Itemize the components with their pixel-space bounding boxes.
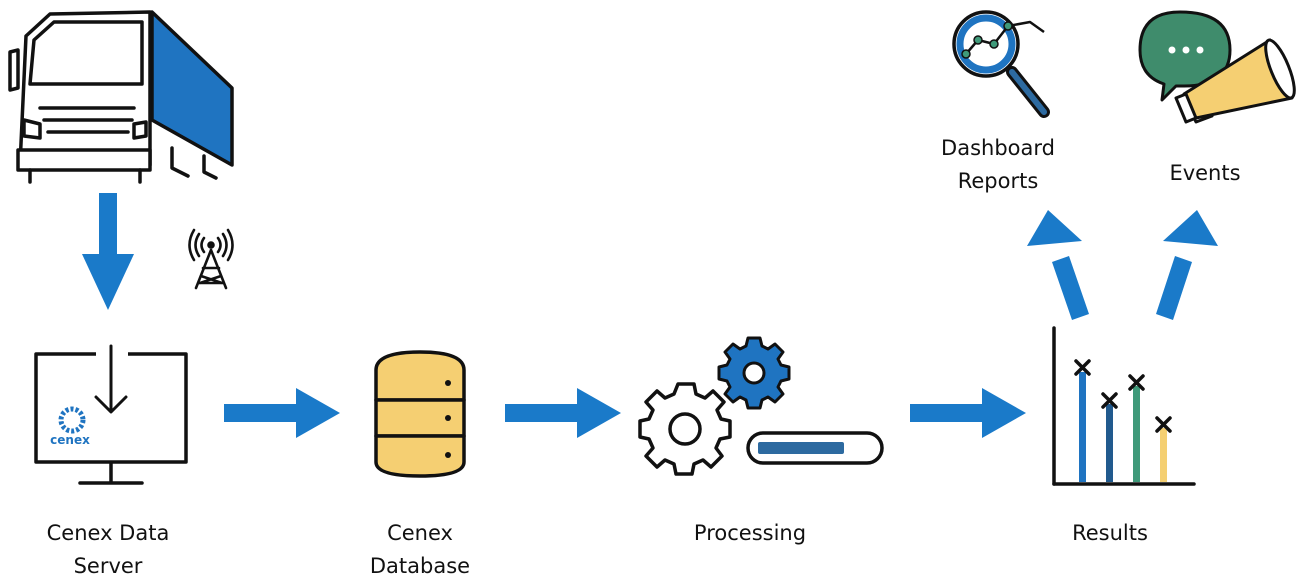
gears-progress-icon <box>638 336 884 476</box>
monitor-download-icon: cenex <box>34 344 188 485</box>
arrow-results-to-events <box>1156 210 1218 320</box>
arrow-results-to-dashboard <box>1027 210 1089 320</box>
label-processing: Processing <box>660 517 840 550</box>
label-line: Events <box>1169 161 1241 185</box>
label-line: Reports <box>957 169 1039 193</box>
megaphone-icon <box>1174 38 1296 124</box>
cenex-logo-text: cenex <box>50 433 90 447</box>
progress-bar <box>746 431 884 465</box>
label-line: Dashboard <box>941 136 1055 160</box>
arrow-server-to-database <box>224 388 340 438</box>
label-results: Results <box>1040 517 1180 550</box>
label-line: Server <box>73 554 143 578</box>
antenna-tower-icon <box>188 228 234 290</box>
magnifier-chart-icon <box>952 10 1050 118</box>
label-cenex-database: Cenex Database <box>335 517 505 583</box>
label-line: Results <box>1072 521 1148 545</box>
label-line: Database <box>369 554 471 578</box>
arrow-database-to-processing <box>505 388 621 438</box>
arrow-processing-to-results <box>910 388 1026 438</box>
label-line: Cenex <box>387 521 453 545</box>
cenex-logo: cenex <box>50 406 90 447</box>
label-line: Processing <box>693 521 807 545</box>
bar-chart-icon <box>1052 326 1196 486</box>
speech-megaphone-icon <box>1138 10 1296 124</box>
label-events: Events <box>1140 157 1270 190</box>
database-icon <box>374 350 466 478</box>
label-dashboard-reports: Dashboard Reports <box>918 132 1078 198</box>
large-gear-icon <box>638 382 732 476</box>
arrow-truck-to-server <box>82 193 134 310</box>
label-line: Cenex Data <box>46 521 170 545</box>
truck-icon <box>8 10 234 184</box>
label-cenex-data-server: Cenex Data Server <box>18 517 198 583</box>
small-gear-icon <box>717 336 791 410</box>
